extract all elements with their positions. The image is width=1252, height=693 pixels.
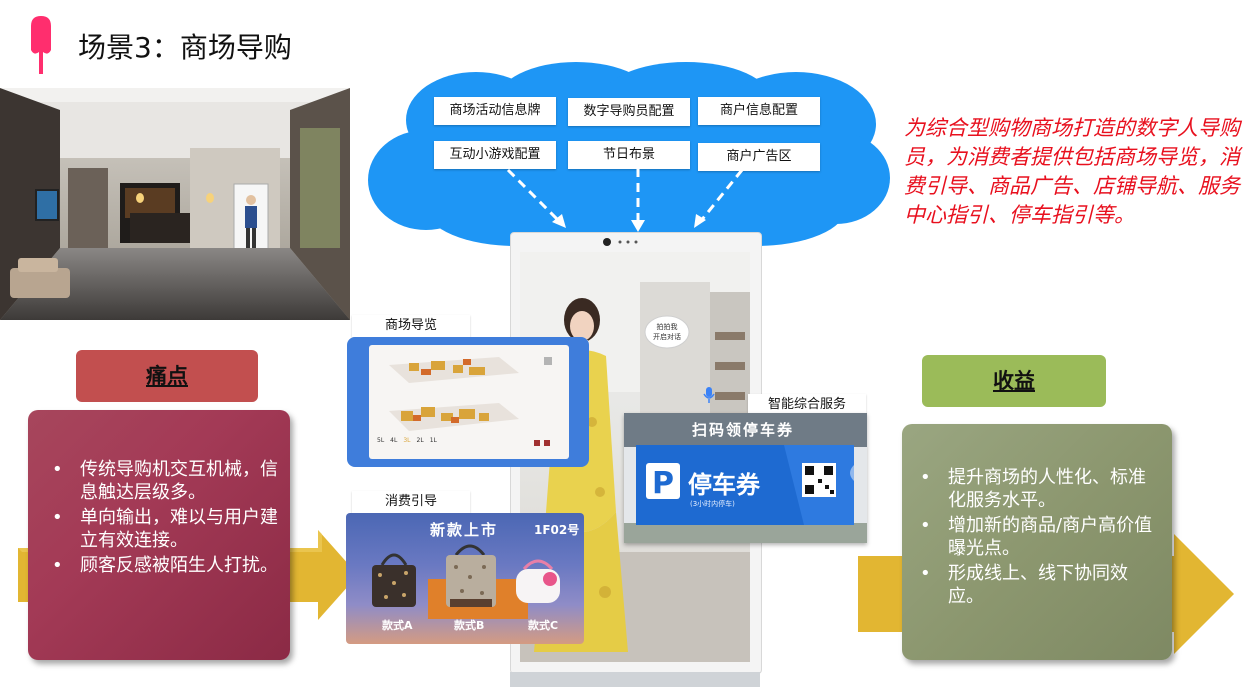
dashed-arrows [506,168,744,232]
page-title: 场景3：商场导购 [78,31,292,64]
microphone-icon[interactable] [703,386,715,404]
floor-selector[interactable]: 5L 4L 3L 2L 1L [377,437,437,444]
benefit-item: •形成线上、线下协同效应。 [920,563,1128,607]
floor-3l[interactable]: 3L [403,437,411,444]
service-panel-title: 智能综合服务 [748,394,866,416]
parking-coupon-label: 停车券 [688,471,760,499]
cloud-tag-holiday-scene: 节日布景 [568,141,690,169]
qr-code-icon [802,463,836,497]
mall-map[interactable]: 5L 4L 3L 2L 1L [369,345,569,459]
config-cloud: 商场活动信息牌 数字导购员配置 商户信息配置 互动小游戏配置 节日布景 商户广告… [366,62,891,252]
floor-4l[interactable]: 4L [390,437,398,444]
svg-text:拍拍我: 拍拍我 [657,322,678,331]
parking-subtitle: (3小时内停车) [690,500,735,508]
pain-item: •顾客反感被陌生人打扰。 [52,555,278,576]
map-panel-title: 商场导览 [352,315,470,337]
benefit-item: •增加新的商品/商户高价值曝光点。 [920,515,1153,559]
shop-item-a[interactable]: 款式A [382,619,413,632]
benefit-list: •提升商场的人性化、标准化服务水平。 •增加新的商品/商户高价值曝光点。 •形成… [918,466,1158,610]
shop-panel-title: 消费引导 [352,491,470,513]
benefit-box: •提升商场的人性化、标准化服务水平。 •增加新的商品/商户高价值曝光点。 •形成… [902,424,1172,660]
shop-item-b[interactable]: 款式B [454,619,485,632]
parking-panel[interactable]: P 扫码领停车券 停车券 (3小时内停车) [624,413,867,543]
pain-box: •传统导购机交互机械，信息触达层级多。 •单向输出，难以与用户建立有效连接。 •… [28,410,290,660]
bag-a [372,553,416,607]
floor-1l[interactable]: 1L [429,437,437,444]
cloud-tag-activity: 商场活动信息牌 [434,97,556,125]
cloud-tag-merchant-info: 商户信息配置 [698,97,820,125]
benefit-label: 收益 [922,355,1106,407]
mall-map-panel[interactable]: 5L 4L 3L 2L 1L [347,337,589,467]
bag-c [516,559,560,603]
pain-item: •传统导购机交互机械，信息触达层级多。 [52,459,278,503]
pain-item: •单向输出，难以与用户建立有效连接。 [52,507,278,551]
shop-item-c[interactable]: 款式C [528,619,559,632]
bag-b [446,544,496,607]
shop-banner: 新款上市 [430,521,499,539]
pain-label: 痛点 [76,350,258,402]
pain-list: •传统导购机交互机械，信息触达层级多。 •单向输出，难以与用户建立有效连接。 •… [50,458,278,579]
floor-2l[interactable]: 2L [416,437,424,444]
parking-header: 扫码领停车券 [692,421,795,439]
floor-5l[interactable]: 5L [377,437,385,444]
mall-lobby-image [0,88,350,320]
shop-code: 1F02号 [534,523,580,537]
shopping-guide-panel[interactable]: 新款上市 1F02号 款式A 款式B 款式C [346,513,584,644]
benefit-item: •提升商场的人性化、标准化服务水平。 [920,467,1146,511]
svg-text:P: P [652,466,674,501]
cloud-tag-ad-area: 商户广告区 [698,143,820,171]
kiosk-camera [603,238,638,246]
cloud-tag-mini-game: 互动小游戏配置 [434,141,556,169]
popsicle-icon [31,16,51,74]
scenario-description: 为综合型购物商场打造的数字人导购员，为消费者提供包括商场导览，消费引导、商品广告… [904,116,1240,227]
svg-text:开启对话: 开启对话 [653,332,681,341]
cloud-tag-digital-guide: 数字导购员配置 [568,98,690,126]
